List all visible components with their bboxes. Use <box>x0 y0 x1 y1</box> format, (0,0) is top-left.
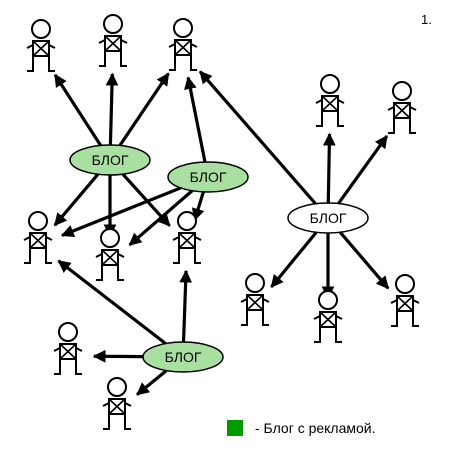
person-1-icon <box>26 19 56 72</box>
edge-blog-ad-1-to-person-1 <box>53 73 102 147</box>
figure-number: 1. <box>421 12 432 27</box>
edge-blog-ad-3-to-person-14 <box>136 369 168 396</box>
blog-plain-ellipse <box>287 202 369 234</box>
edge-blog-ad-2-to-person-3 <box>184 76 207 163</box>
person-3-icon <box>168 18 198 71</box>
edge-blog-plain-to-person-11 <box>339 231 390 290</box>
edge-blog-ad-1-to-person-2 <box>105 72 119 146</box>
person-13-icon <box>53 322 83 375</box>
person-9-icon <box>240 273 270 326</box>
person-14-icon <box>102 377 132 430</box>
edge-blog-plain-to-person-7 <box>322 132 336 204</box>
blog-ad-2-node: БЛОГ <box>167 161 249 193</box>
edge-blog-ad-2-to-person-6 <box>191 191 205 222</box>
legend: - Блог с рекламой. <box>227 419 376 437</box>
blog-plain-node: БЛОГ <box>287 202 369 234</box>
blog-ad-1-node: БЛОГ <box>69 144 151 176</box>
blog-ad-2-label: БЛОГ <box>190 169 227 185</box>
person-6-icon <box>172 211 202 264</box>
legend-swatch <box>227 420 243 436</box>
edge-blog-plain-to-person-3 <box>198 70 317 205</box>
person-10-icon <box>313 290 343 343</box>
blog-ad-3-ellipse <box>142 341 224 373</box>
edge-blog-ad-3-to-person-6 <box>179 269 193 343</box>
edge-blog-plain-to-person-9 <box>270 231 318 288</box>
blog-ad-3-node: БЛОГ <box>142 341 224 373</box>
person-5-icon <box>95 228 125 281</box>
blog-ad-1-label: БЛОГ <box>92 152 129 168</box>
edge-blog-ad-3-to-person-4 <box>57 259 167 345</box>
edge-blog-plain-to-person-8 <box>337 135 389 205</box>
person-7-icon <box>315 74 345 127</box>
blog-ad-2-ellipse <box>167 161 249 193</box>
edge-blog-ad-1-to-person-3 <box>118 72 170 147</box>
blog-plain-label: БЛОГ <box>310 210 347 226</box>
edge-blog-ad-2-to-person-5 <box>128 189 194 247</box>
person-11-icon <box>390 274 420 327</box>
legend-text: - Блог с рекламой. <box>255 420 376 436</box>
blog-ad-1-ellipse <box>69 144 151 176</box>
person-2-icon <box>98 14 128 67</box>
edge-blog-ad-2-to-person-4 <box>60 186 182 238</box>
person-8-icon <box>387 81 417 134</box>
edge-blog-ad-1-to-person-4 <box>53 173 100 227</box>
blog-ad-3-label: БЛОГ <box>165 349 202 365</box>
person-4-icon <box>23 211 53 264</box>
